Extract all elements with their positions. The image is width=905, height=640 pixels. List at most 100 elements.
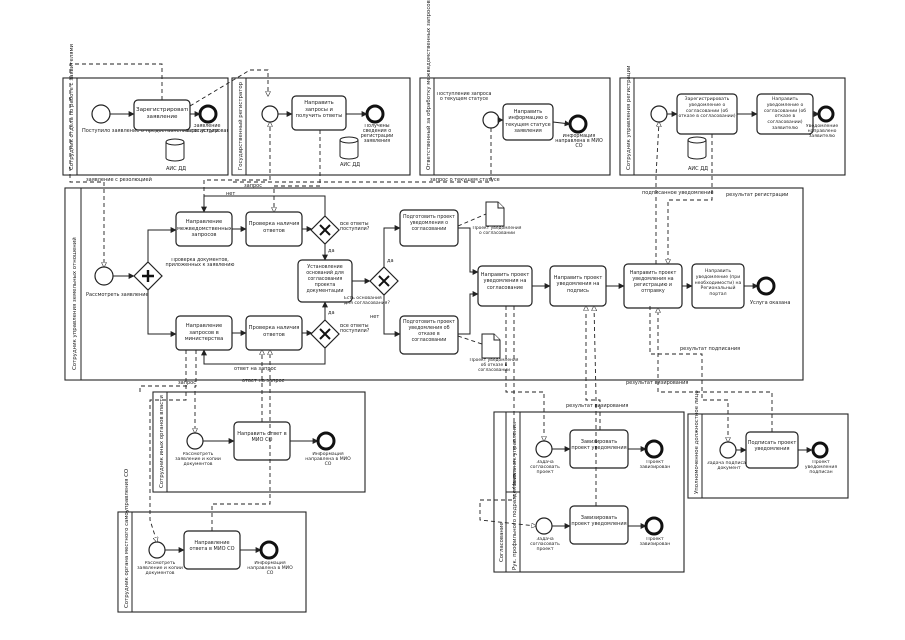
task-register-notice-label: Зарегистрировать уведомление о согласова… bbox=[678, 97, 736, 120]
registry-end-label: Получены сведения о регистрации заявлени… bbox=[360, 124, 394, 144]
pool-main-label: Сотрудник управления земельных отношений bbox=[71, 237, 78, 370]
answers-1-question: Все ответы поступили? bbox=[340, 222, 370, 232]
approval-end-event bbox=[644, 439, 664, 459]
main-start-label: Рассмотреть заявление bbox=[86, 292, 149, 298]
task-publish-label: Направить уведомление (при необходимости… bbox=[694, 269, 742, 298]
answers-2-question: Все ответы поступили? bbox=[340, 324, 370, 334]
pool-ministry-label: Сотрудник иных органов власти bbox=[159, 395, 165, 488]
doc-approval-label: Проект уведомления о согласовании bbox=[472, 226, 522, 236]
task-prep-refusal-label: Подготовить проект уведомления об отказе… bbox=[403, 320, 455, 343]
municipal-start-event bbox=[148, 541, 166, 559]
registry-end-event bbox=[365, 104, 385, 124]
pool-approval-label: Согласование bbox=[499, 522, 505, 562]
task-register-fo: Зарегистрировать заявление bbox=[136, 107, 188, 120]
applicant-start-event bbox=[91, 104, 111, 124]
approval2-end-event bbox=[644, 516, 664, 536]
main-end-event bbox=[756, 276, 776, 296]
approval-start-event bbox=[535, 440, 553, 458]
applicant-start-label: Поступило заявление о предоставлении гос… bbox=[82, 128, 219, 134]
msg-statement-label: заявление с резолюцией bbox=[86, 176, 152, 183]
task-register-label: Зарегистрировать заявление bbox=[136, 107, 188, 120]
task-send-for-approval-label: Направить проект уведомления на согласов… bbox=[480, 272, 530, 291]
msg-status-req-label: запрос о текущем статусе bbox=[430, 177, 500, 183]
pool-internal-label: Ответственный за обработку межведомствен… bbox=[425, 0, 432, 170]
task-endorse-2[interactable] bbox=[569, 505, 629, 545]
msg-ministry-request-label: запрос bbox=[178, 380, 196, 386]
db3-label: АИС ДД bbox=[688, 166, 708, 172]
applicant-end-label: Заявление зарегистрировано bbox=[186, 124, 228, 134]
lane-prep-head-label: Рук. профильного подразделения bbox=[512, 473, 518, 570]
database-icon bbox=[165, 138, 185, 162]
internal-start-label: Поступление запроса о текущем статусе bbox=[436, 92, 492, 102]
task-send-notice-label: Направить уведомление о согласовании (об… bbox=[763, 97, 807, 131]
answers-1-no-label: нет bbox=[226, 191, 235, 197]
answers-1-yes-label: да bbox=[328, 248, 335, 254]
main-end-label: Услуга оказана bbox=[750, 300, 790, 306]
pool-applicant-label: Сотрудник отдела по работе с заявителями bbox=[69, 43, 75, 170]
ministry-start-event bbox=[186, 432, 204, 450]
task-grounds-label: Установление оснований для согласования … bbox=[306, 265, 344, 294]
task-inter-ministry-label: Направление запросов в министерства bbox=[184, 323, 224, 342]
task-inter-requests-label: Направление межведомственных запросов bbox=[177, 219, 231, 238]
task-send-info-label: Направить информацию о текущем статусе з… bbox=[505, 109, 551, 134]
sign-end-event bbox=[811, 441, 829, 459]
ministry-end-event bbox=[316, 431, 336, 451]
task-prep-approval-label: Подготовить проект уведомления о согласо… bbox=[403, 215, 455, 232]
db1-label: АИС ДД bbox=[166, 166, 186, 172]
task-ministry-answer-label: Направить ответ в МИО СО bbox=[237, 431, 287, 444]
approval2-start-event bbox=[535, 517, 553, 535]
database-icon bbox=[687, 136, 707, 160]
municipal-end-event bbox=[259, 540, 279, 560]
ministry-end-label: Информация направлена в МИО СО bbox=[305, 452, 351, 467]
task-send-requests-reg-label: Направить запросы и получить ответы bbox=[295, 100, 343, 119]
task-endorse-1-label: Завизировать проект уведомления bbox=[571, 439, 627, 452]
approval2-start-label: Задача согласовать проект bbox=[530, 537, 560, 552]
parallel-gateway-label: Проверка документов, приложенных к заявл… bbox=[165, 258, 235, 268]
msg-answer-1-label: ответ на запрос bbox=[234, 366, 277, 372]
municipal-start-label: Рассмотреть заявление и копии документов bbox=[137, 561, 183, 576]
task-municipal-answer-label: Направление ответа в МИО СО bbox=[189, 540, 235, 553]
internal-end-label: Информация направлена в МИО СО bbox=[555, 134, 603, 149]
applicant-end-event bbox=[198, 104, 218, 124]
msg-approved-2-label: результат визирования bbox=[626, 380, 688, 386]
msg-request-label: запрос bbox=[244, 183, 262, 189]
task-sign-label: Подписать проект уведомления bbox=[747, 440, 797, 453]
parallel-gateway bbox=[133, 261, 163, 291]
task-send-for-reg-label: Направить проект уведомления на регистра… bbox=[629, 271, 677, 294]
document-icon bbox=[485, 201, 505, 227]
sign-start-label: Задача подписать документ bbox=[706, 461, 752, 471]
registry-start-event bbox=[261, 105, 279, 123]
notify-end-event bbox=[817, 105, 835, 123]
ministry-start-label: Рассмотреть заявление и копии документов bbox=[175, 452, 221, 467]
internal-end-event bbox=[568, 114, 588, 134]
msg-answer-2-label: ответ на запрос bbox=[242, 378, 285, 384]
doc-refusal-label: Проект уведомления об отказе в согласова… bbox=[469, 358, 519, 373]
document-icon bbox=[481, 333, 501, 359]
grounds-yes-label: да bbox=[387, 258, 394, 264]
task-endorse-2-label: Завизировать проект уведомления bbox=[571, 515, 627, 528]
exclusive-gateway-grounds bbox=[369, 266, 399, 296]
database-icon bbox=[339, 136, 359, 160]
notify-end-label: Уведомление направлено заявителю bbox=[805, 124, 839, 139]
db2-label: АИС ДД bbox=[340, 162, 360, 168]
msg-approved-label: результат визирования bbox=[566, 403, 628, 409]
notify-start-event bbox=[650, 105, 668, 123]
grounds-question: Есть основания для согласования? bbox=[344, 296, 390, 306]
task-check-answers-2-label: Проверка наличия ответов bbox=[248, 325, 300, 338]
pool-sign-label: Уполномоченное должностное лицо bbox=[694, 390, 700, 494]
sign-start-event bbox=[719, 441, 737, 459]
pool-municipal-label: Сотрудник органа местного самоуправления… bbox=[124, 469, 130, 608]
municipal-end-label: Информация направлена в МИО СО bbox=[247, 561, 293, 576]
pool-notify-label: Сотрудник управления регистрации bbox=[626, 65, 632, 170]
main-start-event bbox=[94, 266, 114, 286]
sign-end-label: Проект уведомления подписан bbox=[804, 460, 838, 475]
msg-signed-label: подписанное уведомление bbox=[642, 190, 714, 196]
task-prep-refusal[interactable] bbox=[399, 315, 459, 355]
approval-end-label: Проект завизирован bbox=[639, 460, 671, 470]
answers-2-yes-label: да bbox=[328, 310, 335, 316]
approval2-end-label: Проект завизирован bbox=[639, 537, 671, 547]
lane-head-approval-label: Начальник управления bbox=[512, 422, 518, 488]
task-send-for-sign-label: Направить проект уведомления на подпись bbox=[553, 275, 603, 294]
